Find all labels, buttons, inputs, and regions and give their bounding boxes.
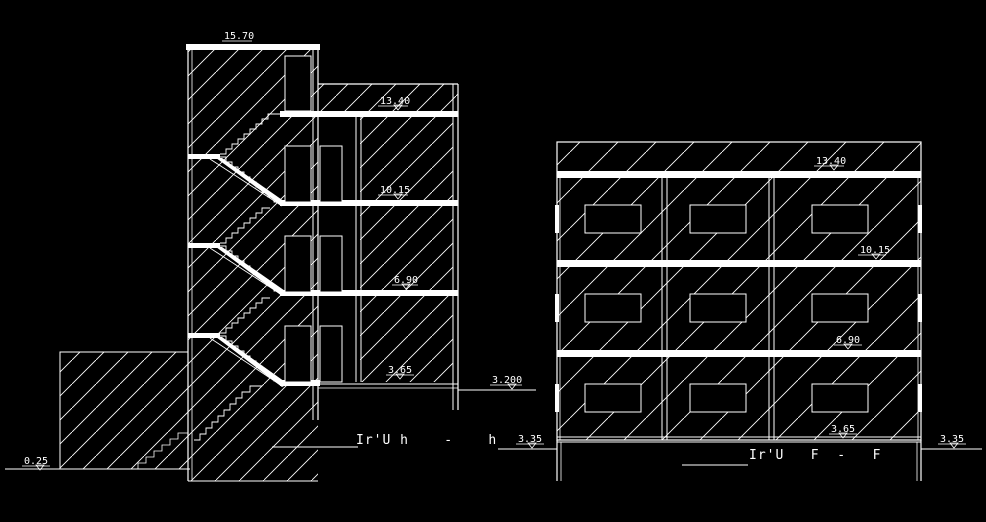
level-label-3-35-left: 3.35 xyxy=(518,434,542,445)
section-title-right: Ir'U F - F xyxy=(749,448,881,463)
doors-left xyxy=(284,145,343,383)
section-title-left: Ir'U h - h xyxy=(356,433,497,448)
floor-slabs-right xyxy=(557,171,921,357)
level-label-6-90: 6.90 xyxy=(394,275,418,286)
level-label-3-35-right: 3.35 xyxy=(940,434,964,445)
stair-slabs xyxy=(216,158,288,387)
level-label-roof: 15.70 xyxy=(224,31,254,42)
level-label-13-40-right: 13.40 xyxy=(816,156,846,167)
section-right xyxy=(498,141,982,481)
level-label-0-25: 0.25 xyxy=(24,456,48,467)
level-label-10-15: 10.15 xyxy=(380,185,410,196)
level-label-13-40: 13.40 xyxy=(380,96,410,107)
stair-landings xyxy=(188,154,220,338)
left-level-labels: 15.70 13.40 10.15 6.90 3.65 3.200 0.25 I… xyxy=(22,31,522,471)
annex-block xyxy=(5,351,190,470)
floor-slabs-left xyxy=(280,111,458,386)
interior-columns xyxy=(661,176,775,440)
level-label-6-90-right: 6.90 xyxy=(836,335,860,346)
section-left xyxy=(5,44,536,482)
level-label-3-65-right: 3.65 xyxy=(831,424,855,435)
main-block-left xyxy=(318,83,459,410)
right-level-labels: 13.40 10.15 6.90 3.65 3.35 3.35 Ir'U F -… xyxy=(516,156,966,463)
level-label-3-65: 3.65 xyxy=(388,365,412,376)
level-label-3-200: 3.200 xyxy=(492,375,522,386)
level-label-10-15-right: 10.15 xyxy=(860,245,890,256)
window-openings xyxy=(584,204,869,413)
